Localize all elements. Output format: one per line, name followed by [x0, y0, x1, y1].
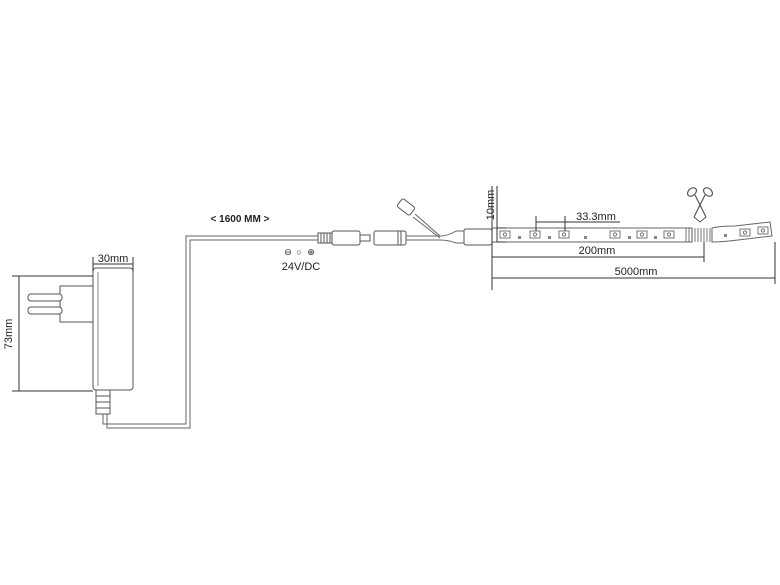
adapter-plug [59, 285, 94, 323]
led-pitch-label: 33.3mm [576, 211, 616, 223]
adapter-height-dimension [12, 275, 93, 392]
dc-plug [317, 230, 371, 246]
cut-section-label: 200mm [579, 245, 616, 257]
strip-length-label: 5000mm [615, 266, 658, 278]
led-chips [499, 226, 769, 239]
aux-plug [396, 198, 416, 216]
strip-height-label: 10mm [485, 190, 497, 221]
negative-polarity-icon: ⊖ [284, 247, 292, 257]
adapter-width-label: 30mm [98, 253, 129, 265]
led-pitch-dimension [535, 216, 620, 231]
strip-end-cap [463, 228, 493, 246]
strip-height-dimension [491, 186, 506, 290]
resistor-marks [518, 234, 727, 239]
split-cable [406, 213, 466, 244]
scissors-icon [686, 187, 714, 223]
cable-length-label: < 1600 MM > [211, 214, 270, 225]
center-pin-icon: ○ [296, 247, 301, 257]
adapter-width-dimension [92, 257, 134, 272]
adapter-height-label: 73mm [3, 319, 15, 350]
adapter-body [92, 267, 134, 391]
voltage-label: 24V/DC [282, 261, 321, 273]
power-adapter [27, 267, 134, 415]
power-cable [102, 235, 320, 429]
strip-length-dimension [492, 242, 776, 284]
cut-section-dimension [492, 242, 705, 262]
positive-polarity-icon: ⊕ [307, 247, 315, 257]
cut-zone [685, 228, 711, 242]
dc-connector [373, 230, 407, 246]
adapter-pin-top [27, 293, 63, 302]
adapter-pin-bottom [27, 306, 63, 315]
